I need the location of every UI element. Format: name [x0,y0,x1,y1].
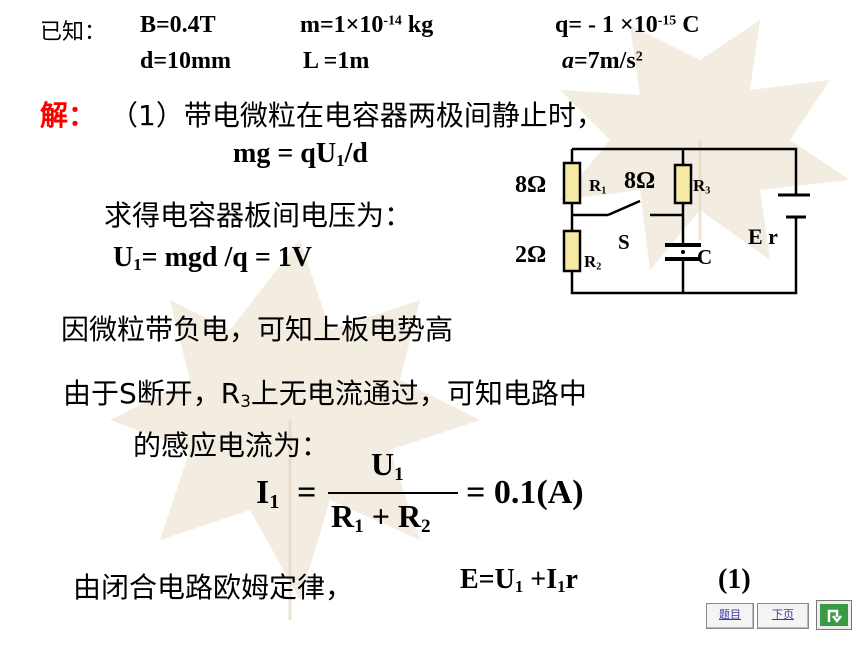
equation-mg-qu: mg = qU1/d [233,138,368,171]
circuit-diagram [562,147,810,295]
resistor-r3-icon [673,163,693,205]
formula-result: = 0.1(A) [466,474,584,511]
step1-text: （1）带电微粒在电容器两极间静止时， [110,99,604,132]
resistor-r2-icon [562,229,582,273]
r1-value: 8Ω [515,172,547,198]
ohm-equation: E=U1 +I1r [460,564,578,597]
r2-label: R2 [584,252,602,273]
switch-open-text: 由于S断开，R3上无电流通过，可知电路中 [63,377,587,412]
battery-label: E r [748,224,778,249]
topic-button[interactable]: 题目 [706,603,754,629]
ohm-text: 由闭合电路欧姆定律， [73,571,354,604]
formula-i1: I1 [256,474,280,514]
fraction-bar [328,492,458,494]
switch-label: S [618,230,630,254]
capacitor-icon [665,243,701,261]
formula-equals: = [297,474,317,511]
equation-number: (1) [718,564,751,595]
r2-value: 2Ω [515,242,547,268]
r3-label: R3 [693,176,711,197]
return-arrow-icon [820,604,848,626]
formula-denominator: R1 + R2 [331,498,431,537]
return-button[interactable] [816,600,852,630]
known-a: a=7m/s2 [562,48,643,74]
next-page-button[interactable]: 下页 [757,603,809,629]
resistor-r1-icon [562,161,582,205]
known-m: m=1×10-14 kg [300,12,434,38]
known-label: 已知： [40,20,107,45]
known-b: B=0.4T [140,12,216,38]
known-d: d=10mm [140,48,232,74]
voltage-text: 求得电容器板间电压为： [104,199,413,232]
r1-label: R1 [589,176,607,197]
formula-numerator: U1 [371,446,404,485]
known-q: q= - 1 ×10-15 C [555,12,700,38]
solution-label: 解： [40,99,97,132]
battery-icon [778,193,810,219]
capacitor-label: C [697,245,713,269]
current-text: 的感应电流为： [133,429,330,462]
equation-u1: U1= mgd /q = 1V [113,242,313,275]
known-l: L =1m [303,48,370,74]
charge-text: 因微粒带负电，可知上板电势高 [61,313,454,346]
r3-value: 8Ω [624,168,656,194]
